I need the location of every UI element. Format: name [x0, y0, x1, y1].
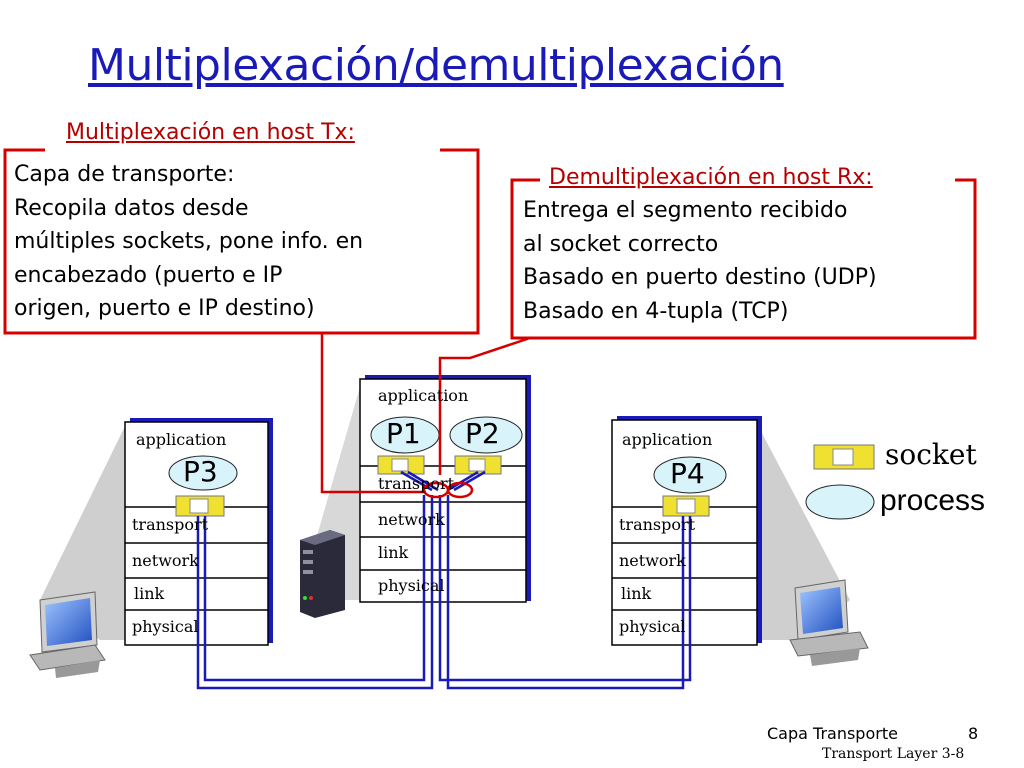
left-host-shadow — [40, 420, 128, 640]
center-layer-application: application — [378, 386, 469, 405]
process-p3-ellipse — [168, 455, 238, 491]
right-computer-icon — [789, 579, 869, 666]
process-p4-ellipse — [653, 456, 727, 494]
socket-center-1 — [377, 455, 425, 475]
left-callout-body: Capa de transporte: Recopila datos desde… — [14, 158, 363, 326]
left-layer-link: link — [134, 584, 165, 603]
right-layer-application: application — [622, 430, 713, 449]
center-layer-transport: transport — [378, 474, 455, 493]
center-layer-physical: physical — [378, 576, 445, 595]
footer-slide-title: Transport Layer — [822, 746, 938, 762]
left-layer-physical: physical — [132, 617, 199, 636]
left-callout-line: Recopila datos desde — [14, 195, 249, 221]
page-title: Multiplexación/demultiplexación — [88, 40, 784, 91]
footer-page-number: 8 — [968, 724, 979, 743]
legend-socket-label: socket — [885, 438, 977, 471]
wire-right-to-center — [438, 495, 692, 690]
right-callout-line: al socket correcto — [523, 231, 719, 257]
left-callout-line: Capa de transporte: — [14, 162, 235, 187]
footer-slide-label: Transport Layer 3-8 — [822, 746, 964, 762]
right-layer-transport: transport — [619, 515, 696, 534]
left-callout-line: múltiples sockets, pone info. en — [14, 229, 364, 254]
right-callout-line: Entrega el segmento recibido — [523, 198, 848, 223]
mux-circles — [422, 481, 474, 499]
server-icon — [300, 530, 345, 618]
left-callout-connector — [320, 333, 426, 494]
left-callout-border — [3, 148, 480, 335]
right-callout-border — [510, 178, 977, 340]
right-layer-network: network — [619, 551, 686, 570]
legend-socket-swatch — [813, 444, 875, 470]
right-callout-line: Basado en 4-tupla (TCP) — [523, 298, 789, 324]
process-p1-label: P1 — [386, 417, 421, 450]
left-callout-line: encabezado (puerto e IP — [14, 262, 283, 288]
left-callout-line: origen, puerto e IP destino) — [14, 296, 315, 321]
center-layer-network: network — [378, 510, 445, 529]
right-layer-link: link — [621, 584, 652, 603]
legend-process-label: process — [880, 484, 986, 517]
left-computer-icon — [29, 591, 106, 678]
process-p3-label: P3 — [183, 455, 218, 488]
socket-left — [175, 495, 225, 517]
socket-center-2 — [454, 455, 502, 475]
left-layer-network: network — [132, 551, 199, 570]
process-p4-label: P4 — [670, 457, 705, 490]
wire-left-to-center — [196, 495, 434, 690]
left-layer-application: application — [136, 430, 227, 449]
socket-right — [662, 495, 710, 517]
process-p2-ellipse — [449, 416, 523, 454]
left-layer-transport: transport — [132, 515, 209, 534]
legend-process-swatch — [805, 484, 875, 520]
footer-chapter: Capa Transporte — [767, 724, 898, 743]
footer-slide-number: 3-8 — [941, 746, 965, 762]
right-callout-connector — [438, 336, 531, 475]
process-p2-label: P2 — [465, 417, 500, 450]
right-callout-body: Entrega el segmento recibido al socket c… — [523, 194, 877, 328]
right-callout-line: Basado en puerto destino (UDP) — [523, 265, 877, 290]
right-callout-heading: Demultiplexación en host Rx: — [545, 165, 877, 190]
right-layer-physical: physical — [619, 617, 686, 636]
left-callout-heading: Multiplexación en host Tx: — [62, 120, 359, 145]
center-layer-link: link — [378, 543, 409, 562]
